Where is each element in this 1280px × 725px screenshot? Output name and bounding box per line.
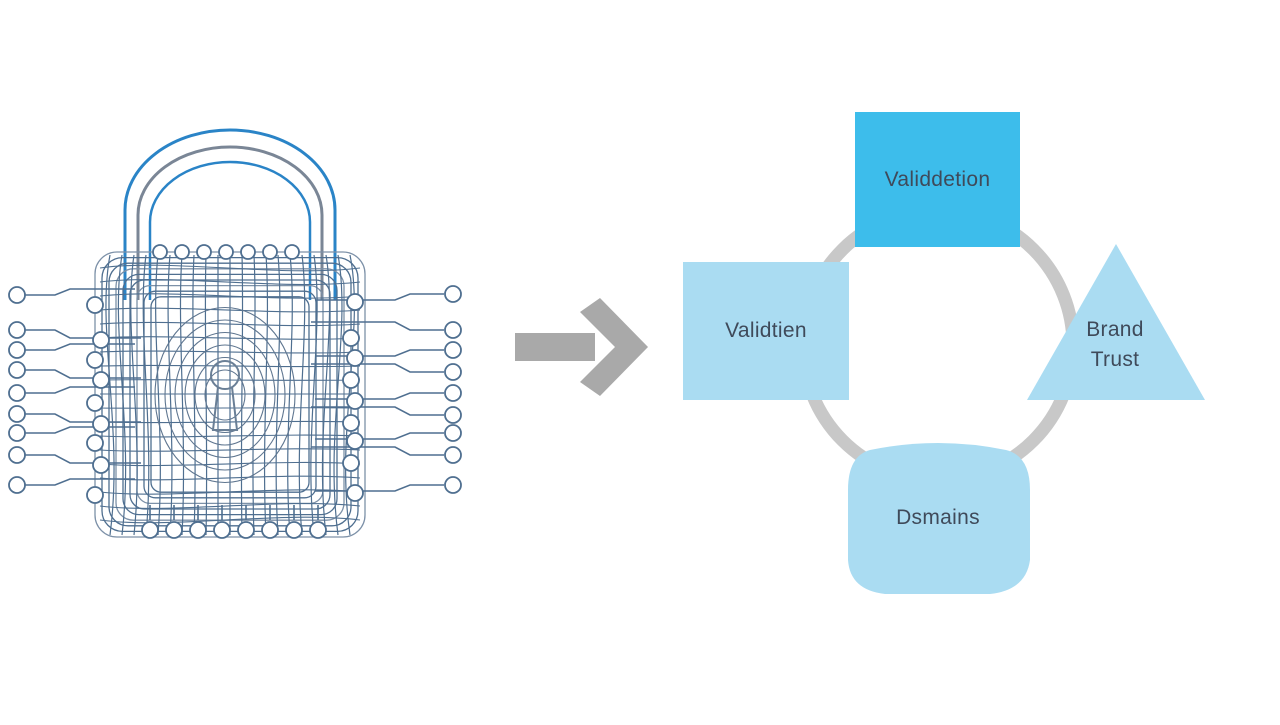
- validation-left-box: [683, 262, 849, 400]
- padlock-circuit-pins: [8, 244, 462, 539]
- validation-left-label: Validtien: [725, 319, 807, 342]
- domains-label: Dsmains: [896, 506, 980, 529]
- brand-trust-label: Brand Trust: [1086, 318, 1144, 371]
- keyhole-icon: [210, 360, 240, 431]
- validation-top-label: Validdetion: [884, 167, 991, 191]
- brand-trust-triangle: [1027, 244, 1205, 400]
- domains-blob: [848, 443, 1030, 594]
- validation-top-box: [855, 112, 1020, 247]
- circuit-padlock-icon: [8, 128, 462, 539]
- right-arrow-icon: [515, 298, 648, 396]
- padlock-shackle: [123, 128, 337, 300]
